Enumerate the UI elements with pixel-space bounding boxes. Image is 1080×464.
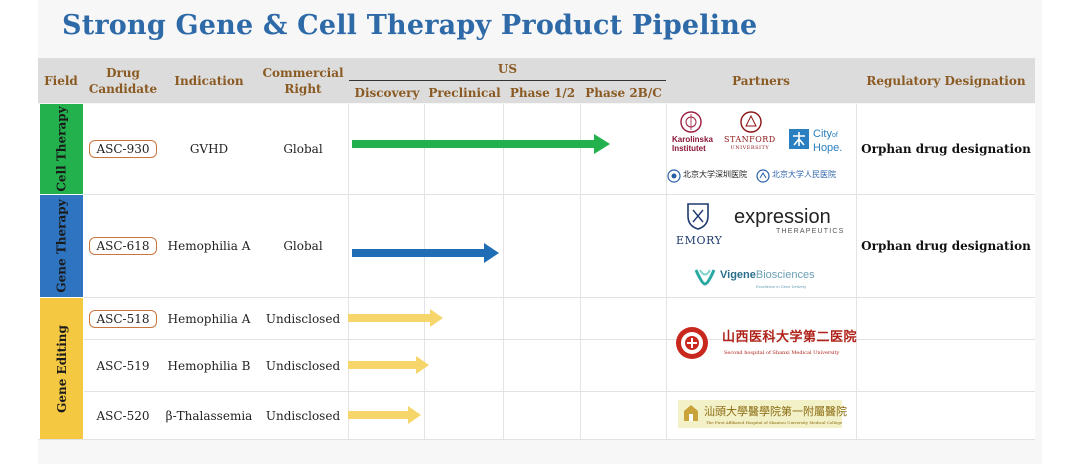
partners-gene-editing: 山西医科大学第二医院 Second hospital of Shanxi Med… [672, 300, 857, 388]
header-phase-2b-c: Phase 2B/C [585, 85, 662, 100]
commercial-right-cell: Global [283, 239, 323, 253]
page-title: Strong Gene & Cell Therapy Product Pipel… [62, 10, 758, 41]
us-divider [349, 80, 666, 81]
shanxi-hospital-subtitle: Second hospital of Shanxi Medical Univer… [724, 350, 840, 356]
commercial-right-cell: Undisclosed [265, 408, 341, 423]
grid-line [503, 104, 504, 440]
field-gene-therapy: Gene Therapy [40, 195, 83, 297]
table-row-asc-519-drug: ASC-519 [96, 358, 150, 373]
row-divider [84, 391, 1035, 392]
progress-arrow-asc-520 [348, 406, 421, 424]
drug-candidate: ASC-618 [89, 237, 157, 255]
indication-cell: Hemophilia A [167, 311, 251, 326]
vigene-tagline: Excellence in Gene Delivery [756, 284, 807, 289]
grid-line [856, 104, 857, 440]
progress-arrow-asc-930 [352, 134, 610, 154]
header-indication: Indication [174, 73, 244, 88]
header-regulatory-designation: Regulatory Designation [866, 73, 1026, 88]
commercial-right-cell: Undisclosed [265, 358, 341, 373]
row-divider [84, 297, 1035, 298]
grid-line [424, 104, 425, 440]
grid-line [666, 104, 667, 440]
drug-candidate: ASC-518 [89, 309, 157, 328]
indication-cell: β-Thalassemia [165, 408, 253, 423]
row-divider [38, 439, 1035, 440]
table-row-asc-930-drug: ASC-930 [86, 104, 160, 194]
row-divider [84, 194, 1035, 195]
shantou-hospital-icon [684, 405, 698, 421]
pku-shenzhen-icon [667, 169, 681, 183]
table-row-asc-518-drug: ASC-518 [86, 298, 160, 339]
shanxi-hospital-logo: 山西医科大学第二医院 [722, 330, 858, 345]
pku-peoples-icon [756, 169, 770, 183]
header-us: US [497, 62, 518, 76]
shantou-hospital-subtitle: The First Affiliated Hospital of Shantou… [706, 420, 843, 425]
header-phase-discovery: Discovery [354, 85, 420, 100]
commercial-right-cell: Global [283, 142, 323, 156]
grid-line [580, 104, 581, 440]
stanford-seal-icon [740, 111, 762, 133]
header-phase-1-2: Phase 1/2 [509, 85, 576, 100]
progress-arrow-asc-618 [352, 243, 499, 263]
city-of-hope-icon [789, 129, 809, 149]
regulatory-designation: Orphan drug designation [861, 142, 1031, 156]
header-partners: Partners [732, 73, 790, 88]
partners-asc-520: 汕頭大學醫學院第一附屬醫院 The First Affiliated Hospi… [672, 396, 852, 436]
table-body [38, 104, 1035, 440]
shantou-hospital-logo: 汕頭大學醫學院第一附屬醫院 [704, 405, 847, 418]
emory-shield-icon [687, 203, 709, 230]
karolinska-seal-icon [680, 111, 702, 133]
progress-arrow-asc-519 [348, 356, 429, 374]
shanxi-hospital-seal-icon [676, 327, 708, 359]
emory-logo: EMORY [676, 234, 723, 247]
header-commercial-right: Commercial Right [262, 65, 344, 96]
expression-therapeutics-logo: expression [734, 206, 831, 228]
grid-line [348, 104, 349, 440]
header-field: Field [44, 73, 78, 88]
header-phase-preclinical: Preclinical [428, 85, 501, 100]
field-cell-therapy: Cell Therapy [40, 104, 83, 194]
drug-candidate: ASC-930 [89, 140, 157, 158]
header-drug-candidate: Drug Candidate [88, 65, 158, 96]
field-gene-editing: Gene Editing [40, 298, 83, 439]
progress-arrow-asc-518 [348, 309, 443, 327]
indication-cell: Hemophilia B [167, 358, 251, 373]
indication-cell: Hemophilia A [167, 239, 251, 253]
table-row-asc-618-drug: ASC-618 [86, 195, 160, 297]
regulatory-designation: Orphan drug designation [861, 239, 1031, 253]
row-divider [84, 339, 1035, 340]
pku-shenzhen-logo: 北京大学深圳医院 [683, 170, 747, 179]
shantou-hospital-banner [678, 400, 842, 428]
pku-peoples-logo: 北京大学人民医院 [772, 170, 836, 179]
commercial-right-cell: Undisclosed [265, 311, 341, 326]
vigene-icon [694, 269, 716, 286]
indication-cell: GVHD [189, 142, 229, 156]
vigene-logo: VigeneBiosciences [720, 269, 815, 281]
partners-gene-therapy: EMORY expression THERAPEUTICS VigeneBios… [672, 198, 852, 294]
expression-therapeutics-subtitle: THERAPEUTICS [776, 228, 845, 235]
table-row-asc-520-drug: ASC-520 [96, 408, 150, 423]
